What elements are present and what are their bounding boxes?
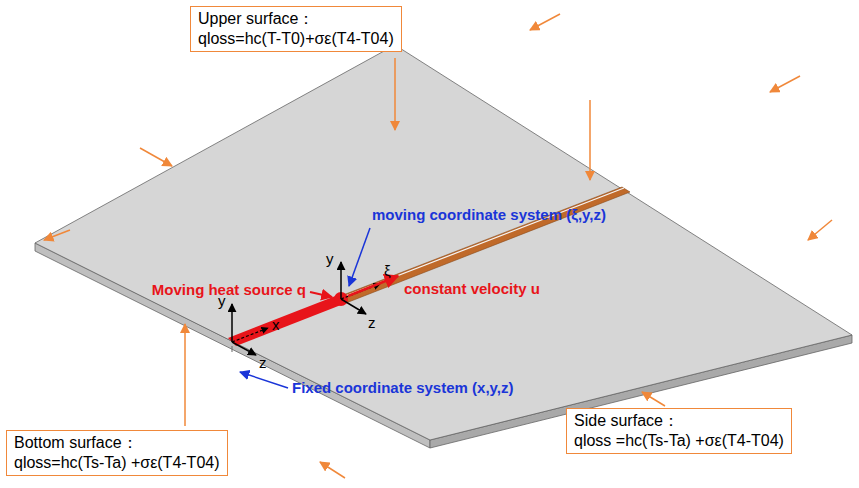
axis-label: z — [259, 354, 267, 371]
moving-system-leader — [349, 228, 370, 286]
system-label: moving coordinate system (ξ,y,z) — [372, 206, 606, 223]
surface-heading: Upper surface： — [198, 9, 394, 29]
side-loss-arrow — [642, 392, 665, 406]
velocity-label: constant velocity u — [404, 280, 540, 297]
axis-z-moving — [341, 299, 366, 314]
weld-gap — [340, 188, 624, 298]
loss-arrow — [44, 230, 70, 240]
loss-arrow — [530, 14, 560, 30]
axis-y-moving — [340, 262, 342, 299]
loss-arrow — [808, 220, 832, 240]
axis-label: x — [272, 316, 280, 333]
weld-bead — [338, 187, 630, 303]
heat-loss-formula: qloss=hc(Ts-Ta) +σε(T4-T04) — [14, 453, 220, 473]
axis-y-fixed — [231, 304, 233, 342]
heat-loss-formula: qloss=hc(T-T0)+σε(T4-T04) — [198, 29, 394, 49]
surface-heading: Side surface： — [574, 411, 784, 431]
fixed-system-leader — [240, 372, 288, 388]
axis-label: z — [368, 314, 376, 331]
system-label: Fixed coordinate system (x,y,z) — [292, 379, 513, 396]
heat-source-leader — [310, 292, 332, 297]
heated-weld — [228, 295, 346, 346]
loss-arrow — [320, 462, 345, 478]
upper-surface-box: Upper surface：qloss=hc(T-T0)+σε(T4-T04) — [190, 6, 402, 52]
axis-label: y — [326, 250, 334, 267]
heat-loss-formula: qloss =hc(Ts-Ta) +σε(T4-T04) — [574, 431, 784, 451]
axis-label: y — [218, 292, 226, 309]
upper-loss-arrow — [394, 58, 396, 130]
axis-z-fixed — [232, 342, 256, 355]
bottom-surface-box: Bottom surface：qloss=hc(Ts-Ta) +σε(T4-T0… — [6, 430, 228, 476]
loss-arrow — [140, 148, 172, 166]
side-surface-box: Side surface：qloss =hc(Ts-Ta) +σε(T4-T04… — [566, 408, 792, 454]
bottom-loss-arrow — [184, 324, 186, 426]
heat-source-label: Moving heat source q — [152, 281, 306, 298]
weld-start-edge — [232, 346, 233, 352]
loss-arrow — [589, 100, 591, 180]
axis-x-fixed — [232, 328, 268, 342]
axis-label: ξ — [384, 262, 391, 279]
plate-top-surface — [35, 45, 852, 440]
surface-heading: Bottom surface： — [14, 433, 220, 453]
loss-arrow — [770, 76, 800, 92]
